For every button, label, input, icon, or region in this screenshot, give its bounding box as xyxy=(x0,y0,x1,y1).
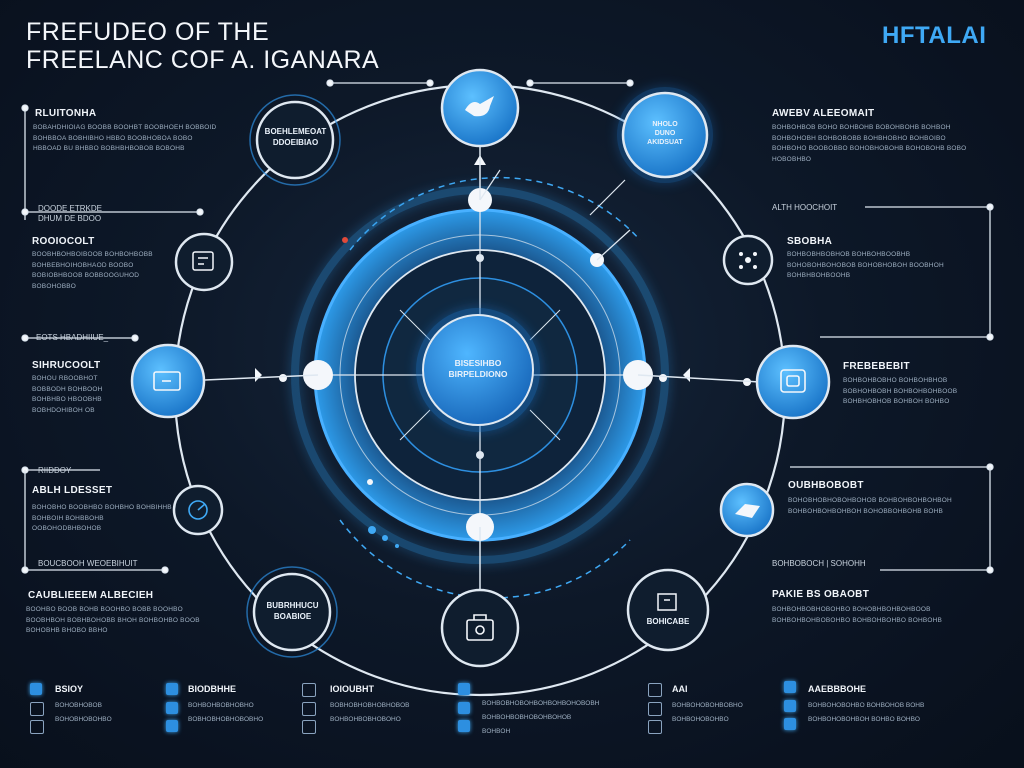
footer-col2-icon-3 xyxy=(166,720,178,732)
footer-col3-icon xyxy=(302,683,316,697)
footer-col2-icon-2 xyxy=(166,702,178,714)
title-line-1: FREFUDEO OF THE xyxy=(26,18,270,46)
footer-col2-text2: BOBHOBHOBHOBOBHO xyxy=(188,716,264,723)
footer-col3-title: IOIOUBHT xyxy=(330,684,374,694)
footer-col6-title: AAEBBBOHE xyxy=(808,684,867,694)
footer-col1-text2: BOHOBHOBOHBO xyxy=(55,716,112,723)
node-bottom-left xyxy=(252,572,332,652)
footer-col6-icon xyxy=(784,681,796,693)
node-top-right xyxy=(621,91,709,179)
footer-col4-icon-2 xyxy=(458,702,470,714)
document-icon xyxy=(657,593,677,611)
footer-col3-text2: BOHBOHBOBHOBOHO xyxy=(330,716,401,723)
left-label-3-small: EOTS HBADHIIUE_ xyxy=(36,333,109,342)
bird-icon xyxy=(465,96,494,117)
left-label-1-title: RLUITONHA xyxy=(35,108,97,119)
node-bottom xyxy=(440,588,520,668)
footer-col2-icon xyxy=(166,683,178,695)
left-label-4-title: ABLH LDESSET xyxy=(32,485,113,496)
right-label-3-title: FREBEBEBIT xyxy=(843,361,910,372)
left-label-2-text: BOOBHBOHBOIBOOB BOHBOHBOBB BOHBEBHOIHOBH… xyxy=(32,251,153,290)
footer-col5-icon-3 xyxy=(648,720,662,734)
network-icon xyxy=(739,252,757,269)
device-icon xyxy=(780,369,806,393)
footer-col4-text2: BOHBOH xyxy=(482,728,511,735)
node-right-mid xyxy=(755,344,831,420)
left-label-2-small-a: DOODE ETRKDE xyxy=(38,204,103,213)
right-label-2-text: BOHBOBHBOBHOB BOHBOHBOOBHB BOHOBOHBOHOBO… xyxy=(787,251,944,279)
footer-col5-icon xyxy=(648,683,662,697)
footer-col6-text2: BOHBOHOBOHBOH BOHBO BOHBO xyxy=(808,716,920,723)
node-top-left-label: BOEHLEMEOAT DDOEIBIAO xyxy=(264,127,327,147)
node-top-left xyxy=(255,100,335,180)
footer-col4-text1: BOHBOHBOBHOBOHBOHOB xyxy=(482,714,572,721)
footer-col1-icon xyxy=(30,683,42,695)
footer-col1-title: BSIOY xyxy=(55,684,84,694)
left-label-2-title: ROOIOCOLT xyxy=(32,236,95,247)
core-circle xyxy=(422,314,534,426)
footer-col6-text1: BOHBOHOBOHBO BOHBOHOB BOHB xyxy=(808,702,925,709)
left-label-3-text: BOHOU RBOOBHOT BOBBODH BOHBOOH BOHBHBO H… xyxy=(32,375,103,414)
chart-icon xyxy=(188,500,208,520)
footer-col4-icon xyxy=(458,683,470,695)
handshake-icon xyxy=(735,504,760,518)
right-label-6-title: PAKIE BS OBAOBT xyxy=(772,589,870,600)
footer-col5-text1: BOHBOHOBOHBOBHO xyxy=(672,702,743,709)
node-bottom-right-label: BOHICABE xyxy=(646,617,690,626)
node-left-upper xyxy=(174,232,234,292)
left-label-3-title: SIHRUCOOLT xyxy=(32,360,101,371)
footer-col3-text1: BOBHOBHOBHOBHOBOB xyxy=(330,702,410,709)
right-label-4-text: BOHOBHOBHOBOHBOHOB BOHBOHBOHBOHBOH BOHBO… xyxy=(788,497,952,515)
title-line-2: FREELANC COF A. IGANARA xyxy=(26,46,380,74)
footer-col3-icon-3 xyxy=(302,720,316,734)
footer-col1-text1: BOHOBHOBOB xyxy=(55,702,102,709)
calculator-icon xyxy=(192,251,214,271)
right-label-4-title: OUBHBOBOBT xyxy=(788,480,864,491)
footer-col2-title: BIODBHHE xyxy=(188,684,237,694)
page-title: FREFUDEO OF THE FREELANC COF A. IGANARA xyxy=(26,18,379,74)
left-label-6-text: BOOHBO BOOB BOHB BOOHBO BOBB BOOHBO BOOB… xyxy=(26,606,200,634)
footer-col1-icon-3 xyxy=(30,720,44,734)
footer-col4-icon-3 xyxy=(458,720,470,732)
footer-col5-text2: BOHBOHOBOHBO xyxy=(672,716,729,723)
right-label-6-text: BOHBOHBOBHOBOHBO BOHOBHBOHBOHBOOB BOHBOH… xyxy=(772,606,943,624)
footer-col6-icon-3 xyxy=(784,718,796,730)
right-label-1-title: AWEBV ALEEOMAIT xyxy=(772,108,875,119)
right-label-3-text: BOHBOHBOBHO BOHBOHBHOB BOBHOHBOBH BOHBOH… xyxy=(843,377,958,405)
footer-col3-icon-2 xyxy=(302,702,316,716)
center-label: BISESIHBO BIRPELDIONO xyxy=(448,358,508,379)
footer-col6-icon-2 xyxy=(784,700,796,712)
footer-col2-text1: BOHBOHBOBHOBHO xyxy=(188,702,254,709)
left-label-4-small: RIIDDOY xyxy=(38,466,72,475)
right-label-2-title: SBOBHA xyxy=(787,236,833,247)
footer-col5-title: AAI xyxy=(672,684,688,694)
node-bottom-left-label: BUBRHHUCU BOABIOE xyxy=(266,601,319,621)
right-label-5-small: BOHBOBOCH | SOHOHH xyxy=(772,559,866,568)
footer-col5-icon-2 xyxy=(648,702,662,716)
left-label-1-text: BOBAHDHIOIAG BOOBB BOOHBT BOOBHOEH BOBBO… xyxy=(33,124,217,152)
briefcase-icon xyxy=(466,614,494,641)
brand-logo: HFTALAI xyxy=(882,22,987,49)
right-label-1-text: BOHBOHBOB BOHO BOHBOHB BOBOHBOHB BOHBOH … xyxy=(772,124,967,163)
monitor-icon xyxy=(153,371,181,391)
right-label-2-small: ALTH HOOCHOIT xyxy=(772,203,838,212)
node-top-right-label: NHOLO DUNO AKIDSUAT xyxy=(647,121,683,146)
footer-col4-title: BOHBOBHOBOHBOHBOHBOHOBOBH xyxy=(482,700,600,707)
left-label-6-title: CAUBLIEEEM ALBECIEH xyxy=(28,590,154,601)
left-label-4-text: BOHOBHO BOOBHBO BOHBHO BOHBIHHB BOHBOIH … xyxy=(32,504,172,532)
left-label-2-small-b: DHUM DE BDOO xyxy=(38,214,102,223)
left-label-5-small: BOUCBOOH WEOEBIHUIT xyxy=(38,559,138,568)
footer-col1-icon-2 xyxy=(30,702,44,716)
